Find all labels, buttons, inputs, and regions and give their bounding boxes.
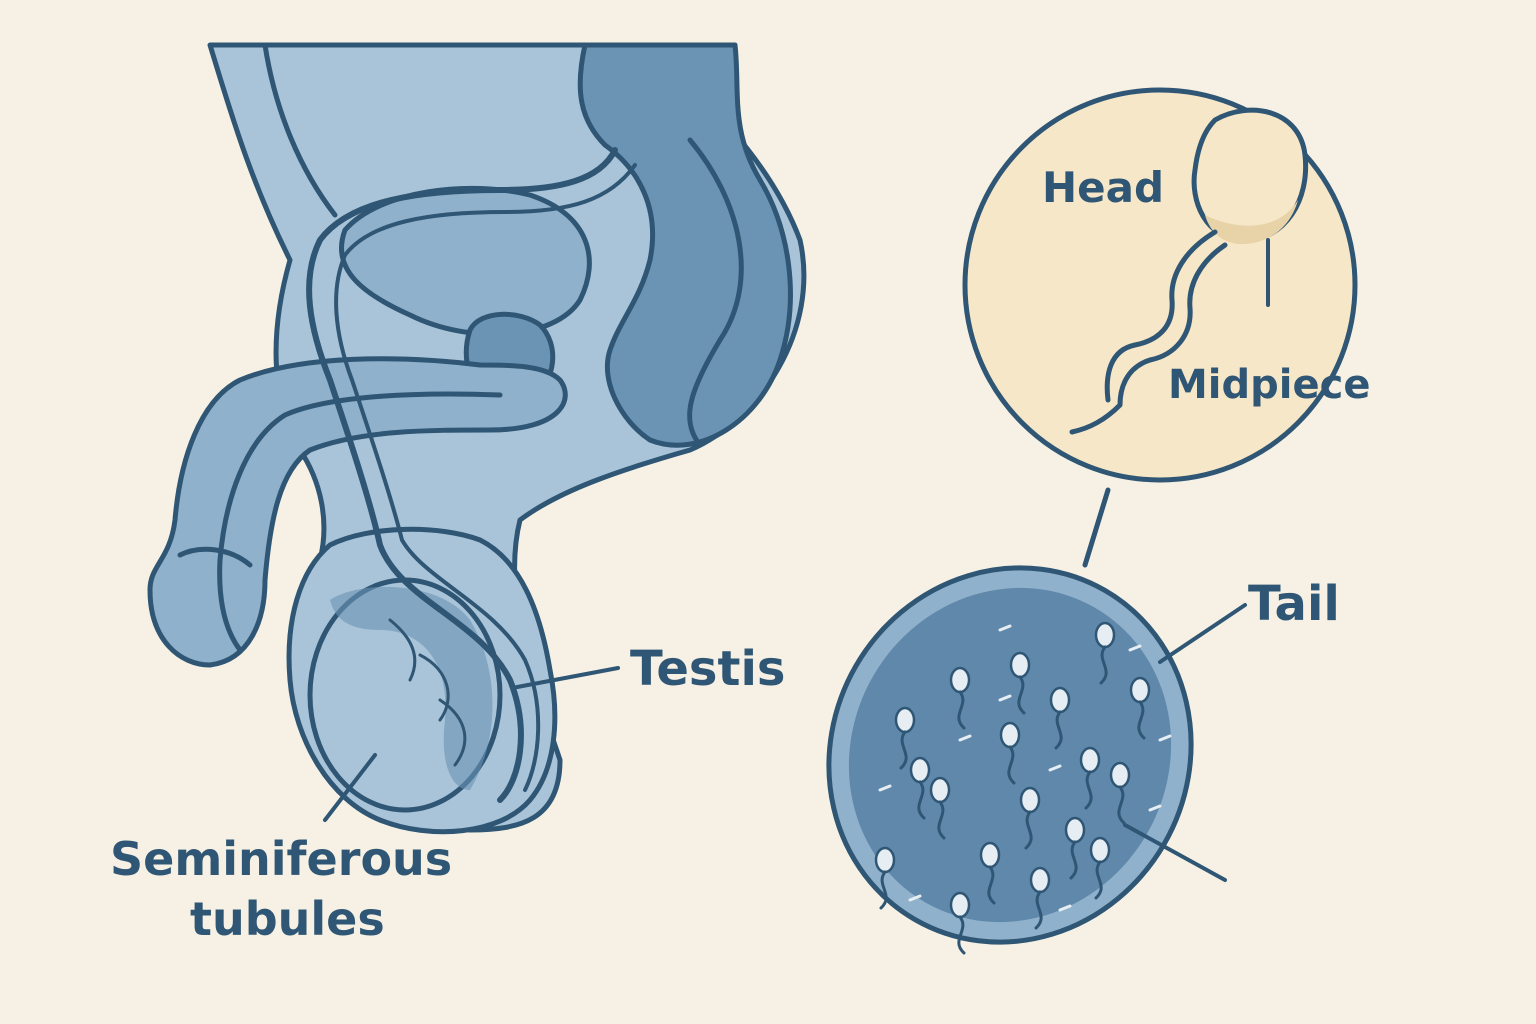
tubule-speck	[998, 624, 1012, 632]
sperm-cell-head	[979, 841, 1001, 869]
sperm-cell-head	[1029, 866, 1051, 894]
sperm-head-shade	[1205, 200, 1298, 245]
tubule-speck	[1148, 804, 1162, 812]
sperm-cell-tail	[1069, 840, 1078, 880]
sperm-cell-group	[874, 621, 1172, 955]
sperm-cell-tail	[987, 865, 996, 905]
lobule-line	[418, 653, 450, 722]
tubule-speck	[958, 734, 972, 742]
sperm-detail	[826, 87, 1358, 955]
tubule-speck	[1158, 734, 1172, 742]
body-wall-line	[262, 42, 338, 218]
sperm-cell-tail	[879, 870, 888, 910]
sperm-cell-head	[1064, 816, 1086, 844]
epididymis-shading	[330, 586, 493, 790]
penis-shape	[147, 356, 568, 668]
sperm-cell-tail	[1117, 785, 1126, 825]
sperm-cell-tail	[1084, 770, 1093, 810]
sperm-cell-tail	[1034, 890, 1043, 930]
sperm-midpiece	[1104, 229, 1218, 403]
rectum-shape	[577, 42, 793, 448]
sperm-cell-head	[909, 756, 931, 784]
sperm-cell-tail	[1007, 745, 1016, 785]
lobule-line	[438, 698, 467, 767]
sperm-cell-tail	[1137, 700, 1146, 740]
sperm-cell-head	[1094, 621, 1116, 649]
tubule-speck	[1058, 904, 1072, 912]
tubule-speck	[878, 784, 892, 792]
tubule-speck	[998, 694, 1012, 702]
sperm-cell-tail	[937, 800, 946, 840]
label-midpiece: Midpiece	[1168, 362, 1370, 408]
sperm-cell-tail	[1017, 675, 1026, 715]
testis-leader-line	[510, 666, 620, 690]
label-seminiferous-line2: tubules	[190, 892, 385, 946]
vas-deferens-inner	[334, 163, 637, 792]
sperm-cell-tail	[1094, 860, 1103, 900]
glans-line	[177, 546, 253, 568]
sperm-cell-head	[949, 666, 971, 694]
tubule-speck	[1048, 764, 1062, 772]
lobule-line	[388, 618, 417, 682]
anatomy-illustration	[147, 42, 807, 835]
sperm-cell-head	[999, 721, 1021, 749]
sperm-midpiece-outer	[1069, 242, 1228, 435]
sperm-cell-head	[894, 706, 916, 734]
sperm-cell-tail	[957, 690, 966, 730]
sperm-cell-head	[1049, 686, 1071, 714]
sperm-cell-head	[929, 776, 951, 804]
tubule-speck	[908, 894, 922, 902]
sperm-cell-head	[1009, 651, 1031, 679]
urethra-line	[217, 391, 503, 653]
sperm-cell-head	[1109, 761, 1131, 789]
sperm-cell-tail	[957, 915, 966, 955]
seminiferous-leader-line	[323, 753, 377, 822]
sperm-cell-head	[949, 891, 971, 919]
sperm-cell-head	[874, 846, 896, 874]
sperm-cell-tail	[917, 780, 926, 820]
label-testis: Testis	[630, 641, 785, 697]
label-seminiferous-line1: Seminiferous	[110, 832, 452, 886]
left-leader-lines	[323, 666, 620, 822]
sperm-cell-tail	[1024, 810, 1033, 850]
sperm-cell-tail	[1054, 710, 1063, 750]
zoom-connector-line	[1082, 487, 1111, 568]
tail-leader-line	[1158, 603, 1247, 664]
sperm-cell-head	[1019, 786, 1041, 814]
sperm-cell-head	[1129, 676, 1151, 704]
sperm-cell-tail	[1099, 645, 1108, 685]
label-tail: Tail	[1248, 576, 1340, 632]
sperm-cell-head	[1079, 746, 1101, 774]
tubule-speck	[1128, 644, 1142, 652]
sperm-cell-head	[1089, 836, 1111, 864]
tubule-lumen	[848, 587, 1172, 923]
rectum-inner-line	[687, 137, 744, 448]
sperm-cell-tail	[899, 730, 908, 770]
oval-leader-line	[1123, 823, 1227, 882]
vas-deferens	[306, 147, 618, 803]
label-head: Head	[1042, 163, 1164, 212]
